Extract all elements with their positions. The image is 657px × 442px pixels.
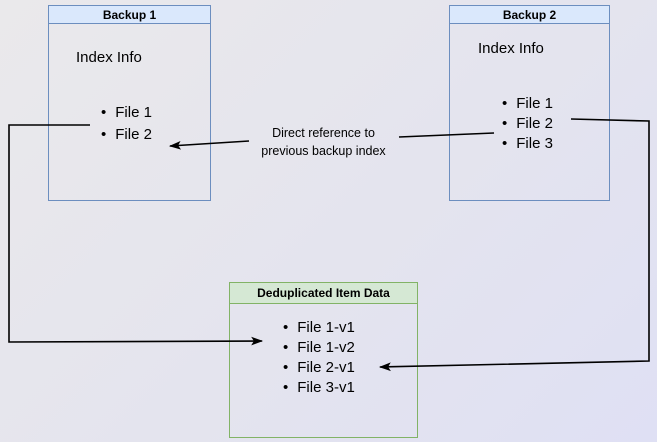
bullet-icon: • <box>101 125 107 143</box>
file-label: File 2 <box>516 115 553 133</box>
list-item: • File 2 <box>101 124 152 146</box>
list-item: • File 1 <box>502 94 553 114</box>
annotation-line2: previous backup index <box>261 144 386 158</box>
list-item: • File 1-v2 <box>283 337 355 357</box>
backup2-file-list: • File 1 • File 2 • File 3 <box>502 94 553 153</box>
bullet-icon: • <box>101 104 107 122</box>
file-version-label: File 2-v1 <box>297 358 355 376</box>
annotation-line1: Direct reference to <box>272 126 375 140</box>
file-version-label: File 3-v1 <box>297 378 355 396</box>
bullet-icon: • <box>283 378 289 396</box>
file-label: File 1 <box>516 95 553 113</box>
backup2-header: Backup 2 <box>450 6 609 24</box>
bullet-icon: • <box>283 318 289 336</box>
file-version-label: File 1-v2 <box>297 338 355 356</box>
list-item: • File 3-v1 <box>283 377 355 397</box>
bullet-icon: • <box>502 95 508 113</box>
bullet-icon: • <box>283 338 289 356</box>
list-item: • File 2-v1 <box>283 357 355 377</box>
list-item: • File 1-v1 <box>283 317 355 337</box>
bullet-icon: • <box>502 134 508 152</box>
backup1-node: Backup 1 Index Info • File 1 • File 2 <box>48 5 211 201</box>
file-label: File 1 <box>115 104 152 122</box>
backup1-file-list: • File 1 • File 2 <box>101 102 152 145</box>
direct-reference-annotation: Direct reference to previous backup inde… <box>241 124 406 160</box>
bullet-icon: • <box>502 115 508 133</box>
backup2-node: Backup 2 Index Info • File 1 • File 2 • Fil… <box>449 5 610 201</box>
bullet-icon: • <box>283 358 289 376</box>
list-item: • File 1 <box>101 102 152 124</box>
backup1-header: Backup 1 <box>49 6 210 24</box>
file-label: File 2 <box>115 125 152 143</box>
list-item: • File 3 <box>502 134 553 154</box>
backup2-index-info-label: Index Info <box>478 40 544 57</box>
deduplicated-item-data-node: Deduplicated Item Data • File 1-v1 • File … <box>229 282 418 438</box>
file-label: File 3 <box>516 134 553 152</box>
backup1-index-info-label: Index Info <box>76 49 142 66</box>
file-version-label: File 1-v1 <box>297 318 355 336</box>
dedup-item-list: • File 1-v1 • File 1-v2 • File 2-v1 • File 3… <box>283 317 355 397</box>
dedup-header: Deduplicated Item Data <box>230 283 417 304</box>
list-item: • File 2 <box>502 114 553 134</box>
